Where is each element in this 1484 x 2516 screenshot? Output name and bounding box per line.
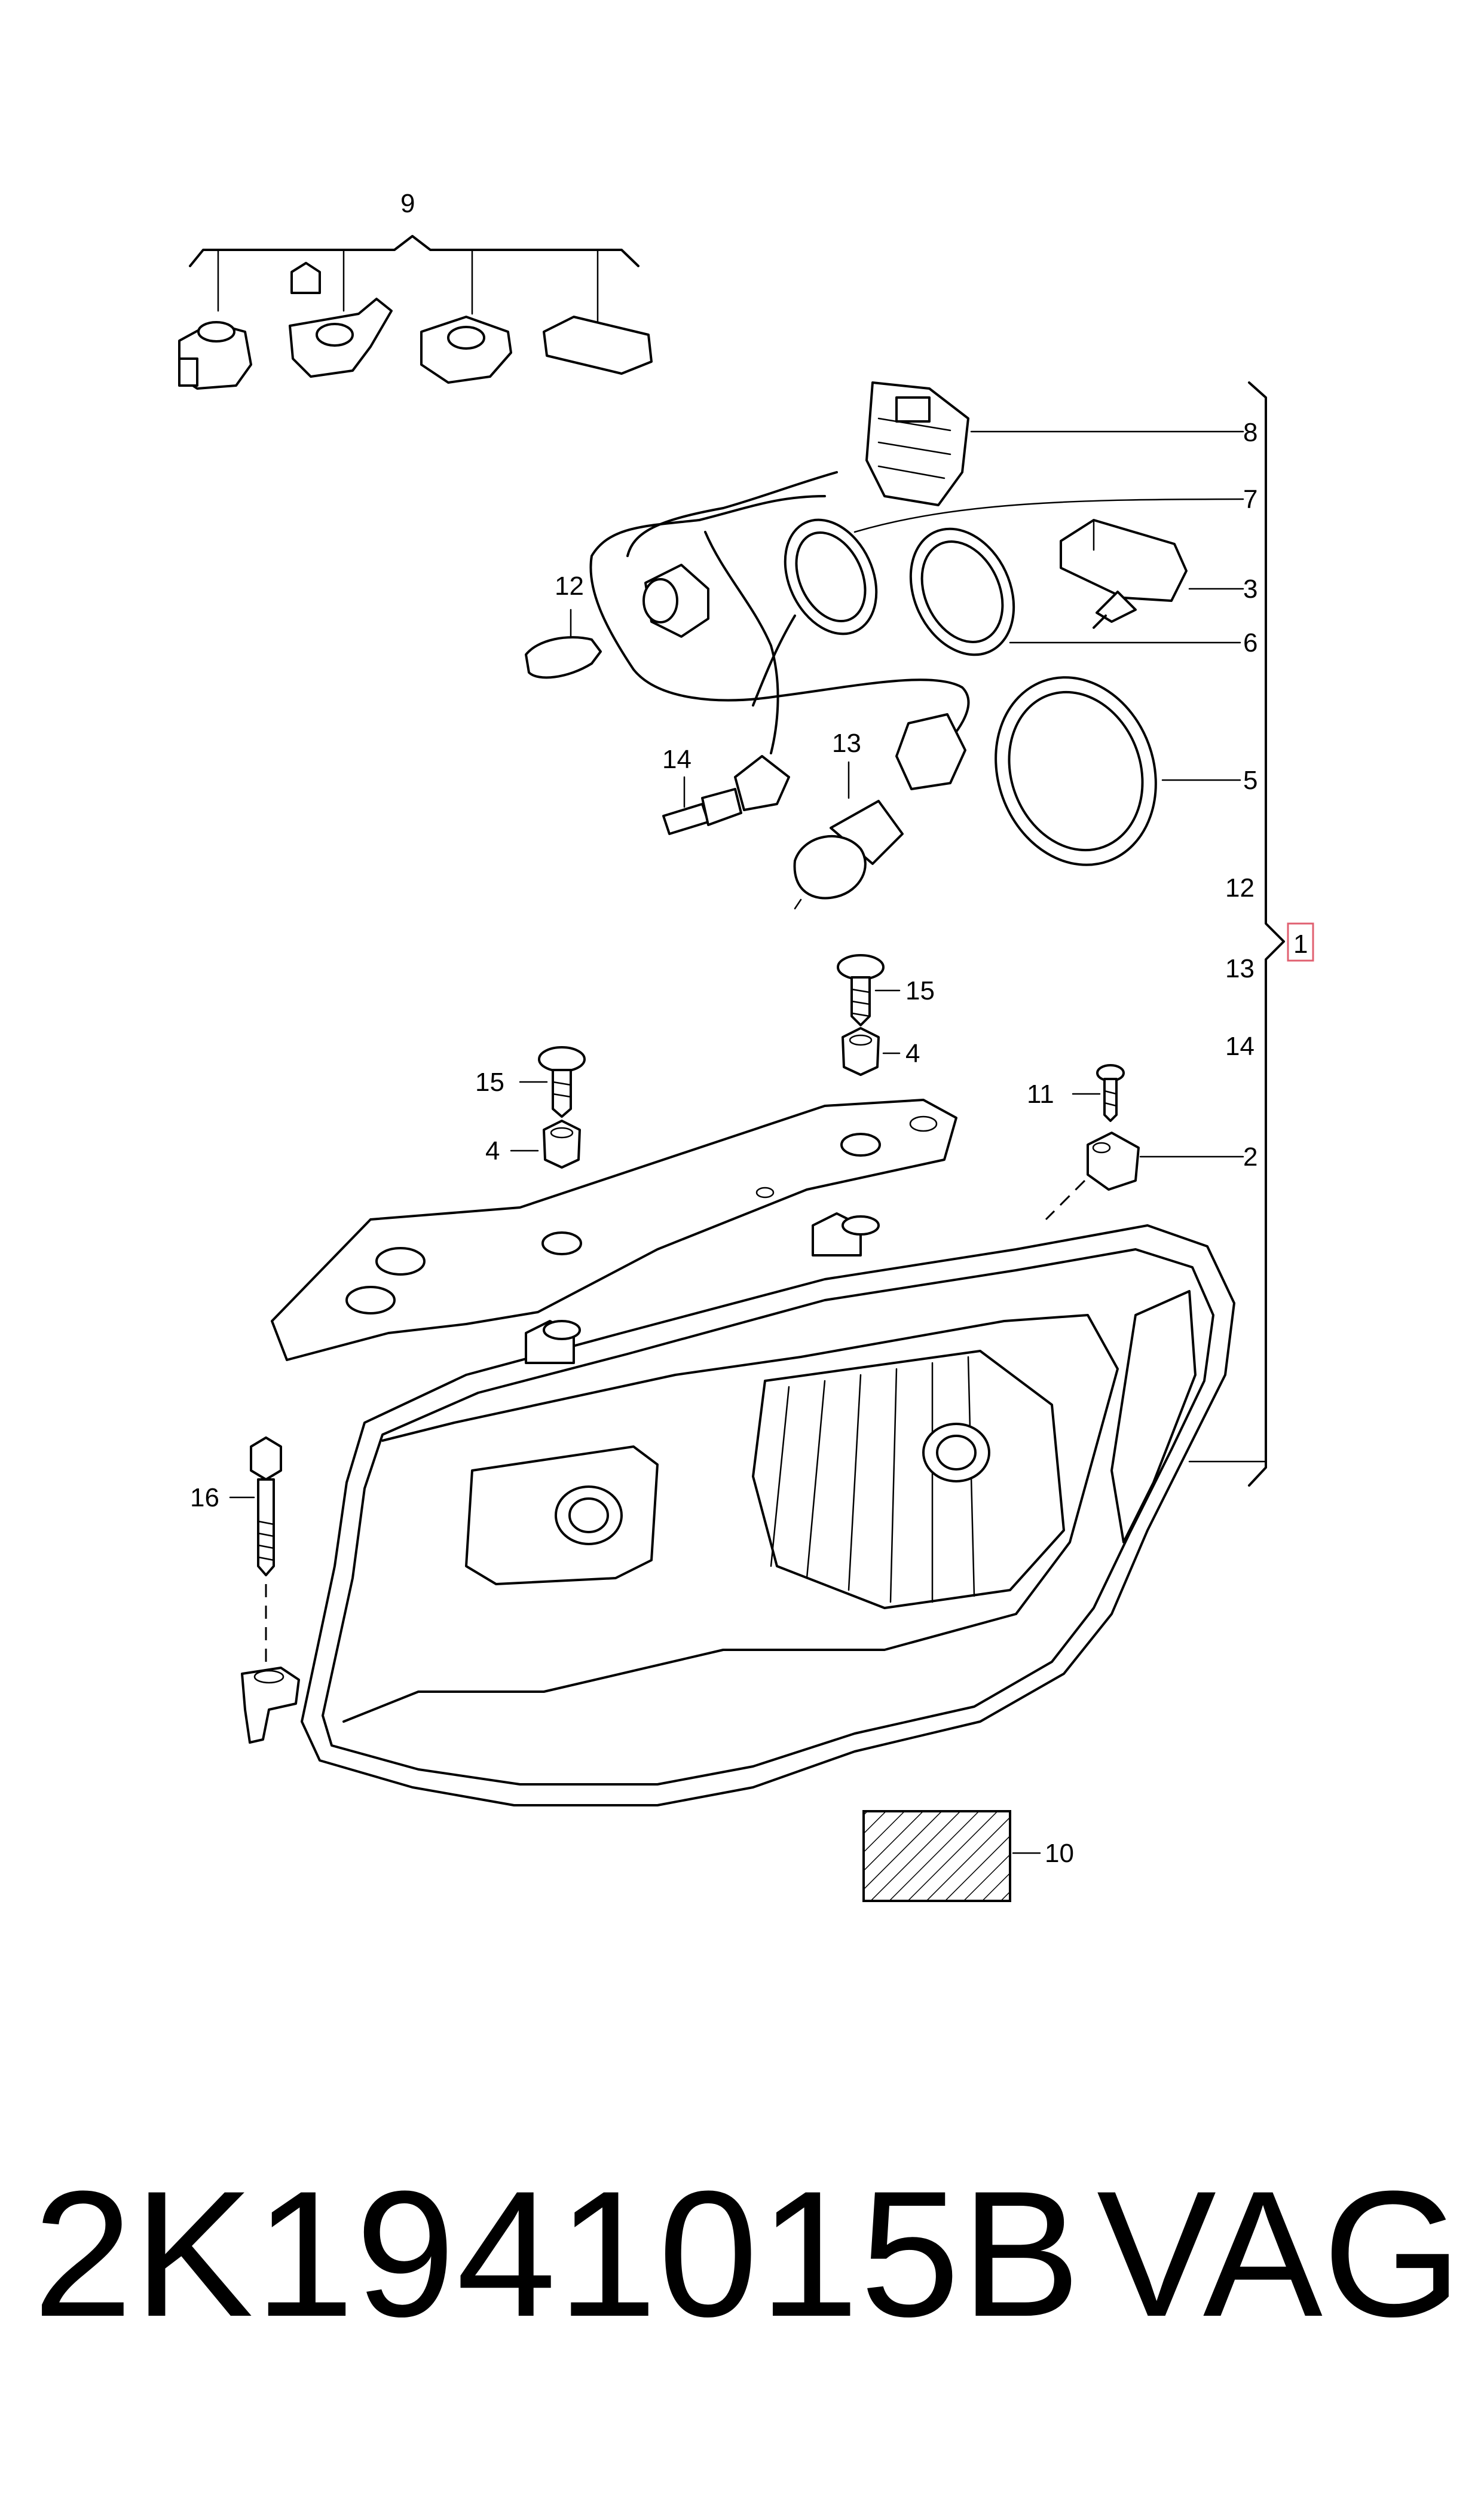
bracket-kit-3 [420,316,512,384]
callout-2: 2 [1243,1142,1257,1172]
callout-12: 12 [555,571,584,601]
callout-7: 7 [1243,485,1257,514]
mounting-carrier [271,1099,957,1361]
brand-label: VAG [1097,2153,1462,2354]
bracket-kit-4 [543,316,653,375]
assembly-bracket-line [1248,381,1285,1487]
connector-8 [865,381,969,506]
side-grille [1110,1290,1197,1543]
callout-1-box [1287,922,1314,962]
cover-cap-5 [995,676,1157,866]
mounting-tab [241,1667,300,1744]
callout-13: 13 [832,729,861,758]
callout-16: 16 [190,1483,219,1512]
bulb-12 [525,636,602,679]
guide-2 [1045,1179,1086,1221]
adjust-motor-3 [1060,519,1188,629]
callout-10: 10 [1045,1839,1074,1868]
nut-4-top [842,1027,880,1076]
screw-15-left [538,1046,586,1118]
seal-ring-7 [784,518,878,635]
headlight-housing [301,1212,1235,1806]
callout-15-top: 15 [905,976,935,1005]
callout-14-ref: 14 [1225,1032,1254,1061]
bracket-kit-2 [289,262,393,378]
repair-kit-group-9: 9 [178,189,653,390]
callout-8: 8 [1243,418,1257,447]
label-10 [862,1810,1011,1902]
callout-15-left: 15 [475,1068,504,1097]
callout-5: 5 [1243,766,1257,795]
callout-6: 6 [1243,628,1257,658]
callout-14: 14 [662,745,691,774]
callout-3: 3 [1243,574,1257,604]
bulb-socket-12 [642,564,709,638]
callout-4-left: 4 [485,1136,500,1166]
assembly-bracket: 1 12 13 14 [1188,381,1314,1487]
leader-7 [853,498,1244,533]
callout-11: 11 [1027,1080,1054,1109]
screw-15-top [837,954,885,1026]
bulb-13 [793,713,966,910]
callout-9: 9 [400,189,415,218]
callout-13-ref: 13 [1225,954,1254,983]
bracket-kit-1 [178,321,252,390]
bolt-16 [250,1436,282,1576]
callout-4-top: 4 [905,1039,920,1068]
screw-11 [1096,1064,1125,1122]
clip-2 [1087,1132,1140,1191]
callout-12-ref: 12 [1225,873,1254,903]
bracket-9-line [189,235,640,267]
cover-cap-6 [909,527,1015,656]
callout-1: 1 [1293,930,1308,959]
bulb-14 [662,755,790,835]
high-beam-reflector [752,1350,1065,1609]
part-number: 2K1941015B [33,2153,1082,2354]
wiring-harness [589,471,970,760]
nut-4-left [543,1120,581,1169]
